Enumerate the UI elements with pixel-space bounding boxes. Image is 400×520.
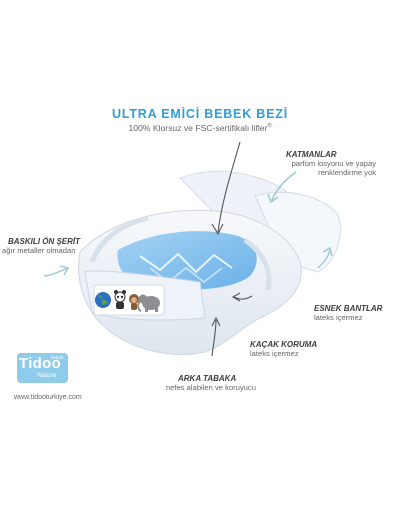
callout-elastic-bands: ESNEK BANTLAR lateks içermez (314, 304, 394, 322)
brand-logo-sub: Nature (37, 372, 57, 379)
monkey-icon (129, 294, 139, 310)
callout-printed-strip-title: BASKILI ÖN ŞERİT (8, 237, 81, 246)
headline-subtitle: 100% Klorsuz ve FSC-sertifikalı lifler® (0, 123, 400, 133)
callout-leak-guard-title: KAÇAK KORUMA (250, 340, 318, 349)
headline-subtitle-text: 100% Klorsuz ve FSC-sertifikalı lifler (128, 123, 268, 133)
callout-back-sheet: ARKA TABAKA nefes alabilen ve koruyucu (166, 374, 276, 392)
leaf-arrow-icon (43, 171, 333, 277)
callout-layers-line2: renklendirme yok (318, 168, 376, 178)
arrows (211, 141, 253, 357)
callout-elastic-bands-title: ESNEK BANTLAR (314, 304, 383, 313)
callout-printed-strip: BASKILI ÖN ŞERİT ağır metaller olmadan (2, 237, 100, 255)
brand-logo-tiny: bebek (51, 355, 64, 360)
callout-printed-strip-line1: ağır metaller olmadan (2, 246, 76, 255)
side-tab (254, 191, 341, 273)
callout-leak-guard: KAÇAK KORUMA lateks içermez (250, 340, 340, 358)
callout-leak-guard-line1: lateks içermez (250, 349, 299, 358)
absorbent-core (117, 231, 257, 290)
panda-icon (114, 290, 126, 309)
brand-logo-text: Tidoo (19, 355, 62, 372)
headline-title: ULTRA EMİCİ BEBEK BEZİ (112, 107, 288, 121)
callout-back-sheet-title: ARKA TABAKA (178, 374, 237, 383)
brand-logo (17, 353, 68, 383)
callout-elastic-bands-line1: lateks içermez (314, 313, 363, 322)
brand-url[interactable]: www.tidooturkiye.com (14, 394, 82, 401)
callout-layers: KATMANLAR parfüm losyonu ve yapay renkle… (248, 150, 376, 177)
elephant-icon (137, 294, 160, 312)
globe-icon (95, 292, 111, 308)
registered-mark: ® (267, 123, 272, 130)
callout-back-sheet-line1: nefes alabilen ve koruyucu (166, 383, 256, 392)
callout-layers-line1: parfüm losyonu ve yapay (291, 159, 376, 168)
callout-layers-title: KATMANLAR (286, 150, 337, 159)
